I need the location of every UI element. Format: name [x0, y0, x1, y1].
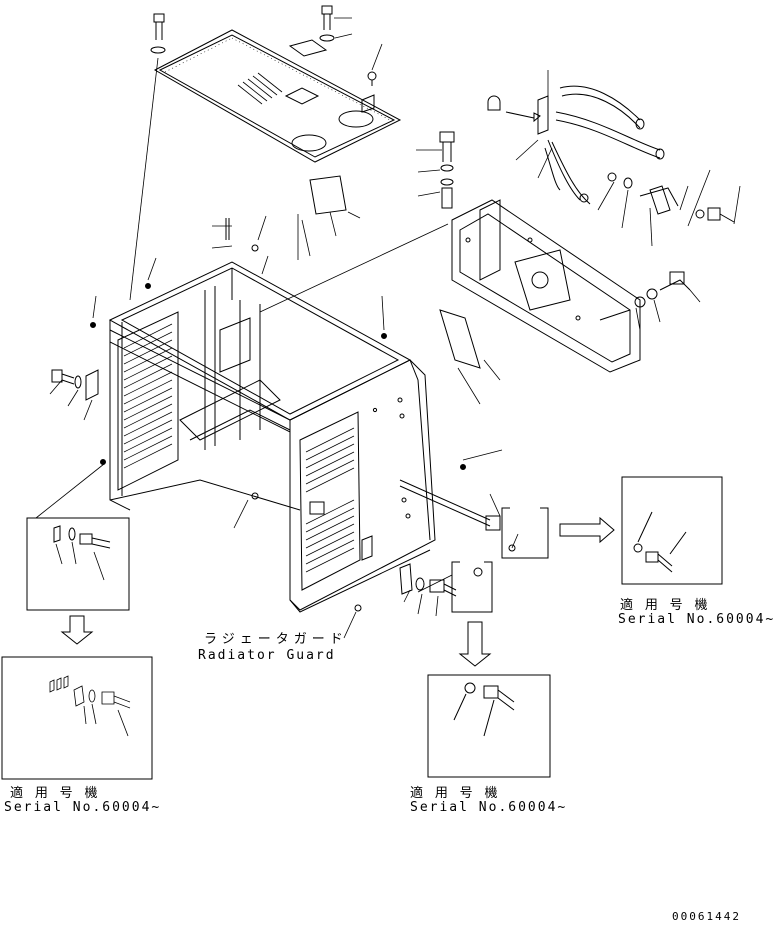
serial-number-label-right: Serial No.60004~ [618, 612, 775, 627]
serial-number-label-center: Serial No.60004~ [410, 800, 568, 815]
serial-applicability-label-jp-center: 適 用 号 機 [410, 786, 500, 801]
serial-number-label-left: Serial No.60004~ [4, 800, 162, 815]
inset-box-center-lower [428, 675, 550, 777]
locator-dots [91, 284, 466, 470]
drawing-number: 00061442 [672, 910, 741, 923]
radiator-guard-label-jp: ラジェータガード [204, 632, 348, 647]
support-beam-assembly [452, 200, 640, 372]
bottom-fasteners [400, 564, 456, 596]
inset-arrow-down-center [460, 622, 490, 666]
inset-arrow-down-left [62, 616, 92, 644]
assembly-lines [36, 214, 480, 592]
threaded-rod [400, 480, 500, 530]
inset-box-left-lower [2, 657, 152, 779]
left-fasteners [52, 370, 98, 400]
inset-box-center-small [452, 562, 492, 612]
inset-box-left-upper [27, 518, 129, 610]
callout-leaders [50, 70, 740, 638]
serial-applicability-label-jp-right: 適 用 号 機 [620, 598, 710, 613]
radiator-guard-frame [110, 262, 435, 612]
small-screws [226, 218, 361, 611]
serial-applicability-label-jp-left: 適 用 号 機 [10, 786, 100, 801]
inset-box-right [622, 477, 722, 584]
inset-box-right-small [502, 508, 548, 558]
hose-bundle [488, 86, 664, 204]
inset-arrow-right [560, 518, 614, 542]
top-bolts [151, 6, 376, 86]
radiator-guard-label-en: Radiator Guard [198, 648, 336, 663]
beam-hardware [310, 132, 734, 307]
top-cover-plate [155, 30, 400, 162]
leader-lines-top [130, 18, 382, 300]
side-plate [440, 310, 480, 368]
